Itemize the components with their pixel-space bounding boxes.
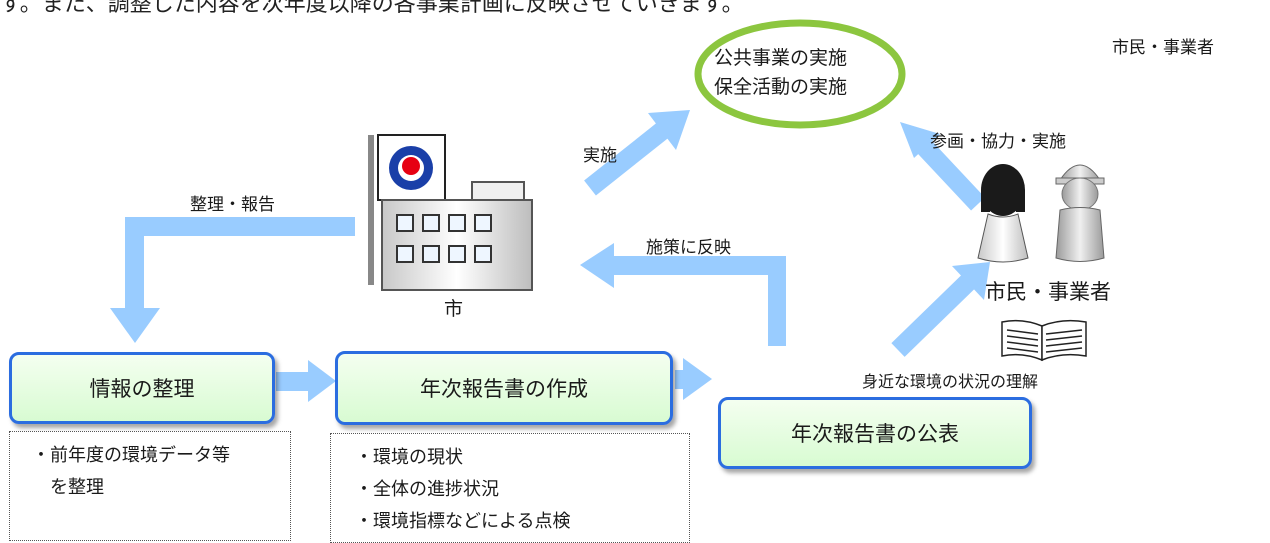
ellipse-line-1: 公共事業の実施	[714, 47, 848, 69]
organize-note: ・前年度の環境データ等 を整理	[9, 431, 291, 541]
understand-arrow	[891, 262, 990, 357]
organize-note-line-2: を整理	[50, 477, 104, 498]
flow-arrow-1	[276, 360, 336, 402]
citizen-woman-icon	[977, 164, 1029, 263]
implement-label: 実施	[583, 146, 617, 166]
publish-box-label: 年次報告書の公表	[791, 422, 959, 446]
publish-box: 年次報告書の公表	[718, 397, 1032, 469]
organize-box: 情報の整理	[9, 352, 275, 424]
organize-report-arrow	[110, 217, 355, 343]
action-ellipse	[694, 19, 906, 129]
create-note-line-1: ・環境の現状	[355, 447, 463, 468]
organize-note-line-1: ・前年度の環境データ等	[32, 445, 230, 466]
organize-report-label: 整理・報告	[190, 195, 275, 215]
ellipse-line-2: 保全活動の実施	[714, 76, 848, 98]
reflect-arrow	[580, 243, 786, 346]
create-note-line-3: ・環境指標などによる点検	[355, 511, 571, 532]
understand-label: 身近な環境の状況の理解	[862, 372, 1039, 391]
reflect-label: 施策に反映	[646, 238, 731, 258]
create-box: 年次報告書の作成	[335, 351, 673, 425]
city-hall-icon	[358, 134, 533, 291]
organize-box-label: 情報の整理	[89, 377, 195, 401]
implement-arrow	[584, 110, 690, 196]
create-box-label: 年次報告書の作成	[420, 377, 588, 401]
corner-label: 市民・事業者	[1112, 38, 1214, 58]
ellipse-text: 公共事業の実施 保全活動の実施	[714, 44, 847, 102]
flow-arrow-2	[675, 358, 712, 400]
citizens-label: 市民・事業者	[985, 280, 1111, 304]
open-book-icon	[1001, 319, 1087, 362]
participate-arrow	[900, 122, 985, 211]
city-label: 市	[444, 298, 464, 320]
create-note-line-2: ・全体の進捗状況	[355, 479, 499, 500]
participate-label: 参画・協力・実施	[930, 132, 1066, 152]
create-note: ・環境の現状 ・全体の進捗状況 ・環境指標などによる点検	[330, 433, 690, 543]
citizen-worker-icon	[1055, 164, 1105, 262]
diagram-graphics	[110, 19, 1105, 402]
intro-text: す。また、調整した内容を次年度以降の各事業計画に反映させていきます。	[0, 0, 744, 17]
